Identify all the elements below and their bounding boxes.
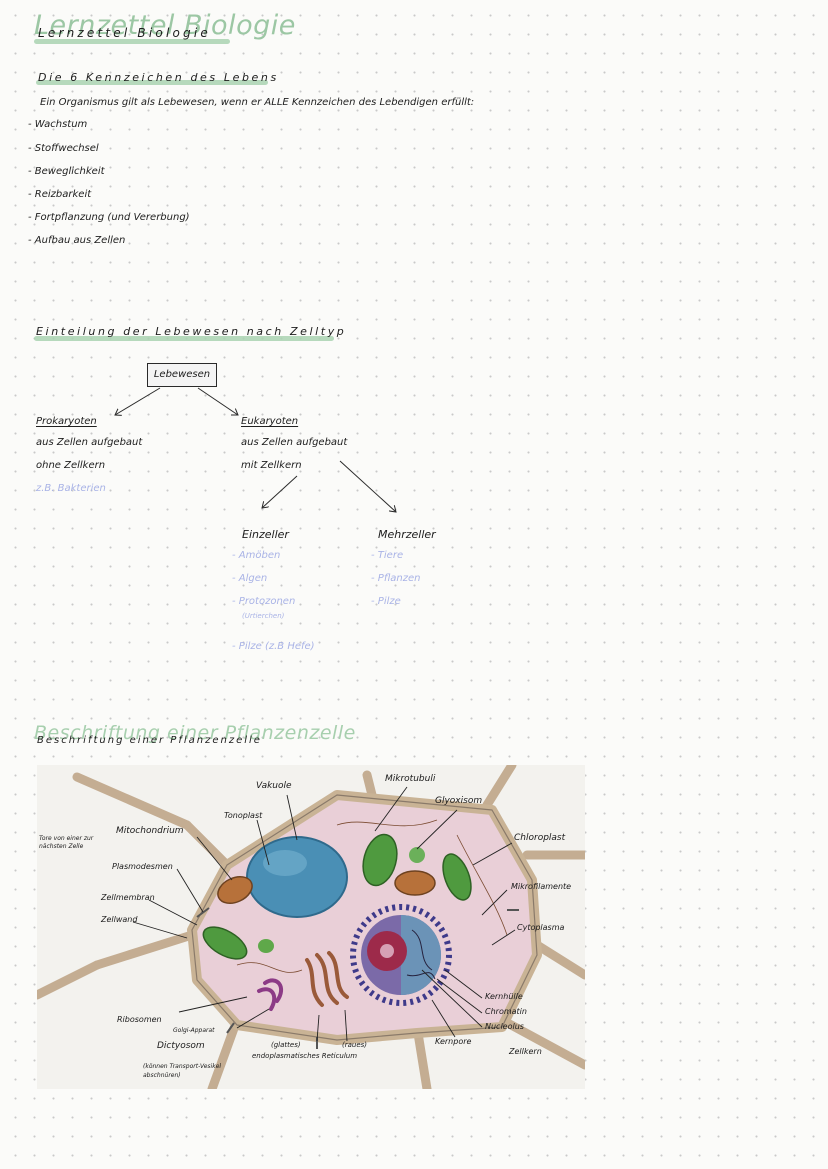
einzeller-item: - Amöben [232,550,281,561]
einzeller-item: - Protozonen [232,596,296,607]
label-raues: (raues) [342,1041,368,1049]
label-vakuole: Vakuole [256,781,292,791]
label-vesikel: (können Transport-Vesikel abschnüren) [143,1063,222,1079]
mehrzeller-item: - Pflanzen [371,573,421,584]
chloroplast-shape [442,853,472,901]
title-underline [34,39,230,44]
eukaryoten-line1: aus Zellen aufgebaut [241,437,348,448]
label-glyoxisom: Glyoxisom [435,796,483,806]
prokaryoten-title: Prokaryoten [36,416,97,427]
section1-intro: Ein Organismus gilt als Lebewesen, wenn … [40,97,475,108]
section2-heading: Einteilung der Lebewesen nach Zelltyp [36,325,347,338]
label-chloroplast: Chloroplast [514,833,566,843]
label-golgi: Golgi-Apparat [173,1027,215,1034]
chloroplast-shape [202,926,248,960]
label-cytoplasma: Cytoplasma [517,923,565,932]
prokaryoten-line1: aus Zellen aufgebaut [36,437,143,448]
section3-heading-shadow: Beschriftung einer Pflanzenzelle [34,722,356,744]
label-zellkern: Zellkern [509,1047,542,1056]
plant-cell-diagram: Vakuole Mikrotubuli Glyoxisom Tonoplast … [37,765,585,1089]
arrow-to-mehrzeller [339,460,396,512]
section1-underline [36,80,268,85]
label-tonoplast: Tonoplast [224,811,263,820]
einzeller-note: (Urtierchen) [242,612,285,620]
label-kernpore: Kernpore [435,1037,472,1046]
label-glattes: (glattes) [271,1041,301,1049]
einzeller-title: Einzeller [242,528,289,541]
list-item: - Reizbarkeit [28,189,92,200]
mitochondrion-shape [394,870,436,896]
label-tore: Tore von einer zur nächsten Zelle [39,835,94,850]
list-item: - Fortpflanzung (und Vererbung) [28,212,190,223]
eukaryoten-line2: mit Zellkern [241,460,302,471]
section3-heading: Beschriftung einer Pflanzenzelle [37,735,262,746]
label-zellwand: Zellwand [101,915,138,924]
mitochondrion-shape [217,875,253,905]
section1-heading: Die 6 Kennzeichen des Lebens [38,71,279,84]
label-zellmembran: Zellmembran [101,893,155,902]
mehrzeller-item: - Tiere [371,550,404,561]
vacuole-shape [246,836,348,918]
mehrzeller-title: Mehrzeller [378,528,436,541]
einzeller-item: - Algen [232,573,268,584]
label-er: endoplasmatisches Reticulum [252,1052,358,1060]
title-shadow: Lernzettel Biologie [34,10,296,41]
label-nucleolus: Nucleolus [485,1022,524,1031]
plant-cell-illustration [37,765,585,1089]
label-ribosomen: Ribosomen [117,1015,162,1024]
arrow-to-einzeller [262,475,298,508]
label-mikrotubuli: Mikrotubuli [385,774,436,784]
arrow-to-prokaryoten [115,387,161,415]
label-plasmodesmen: Plasmodesmen [112,862,173,871]
list-item: - Stoffwechsel [28,143,99,154]
label-dictyosom: Dictyosom [157,1041,205,1051]
nucleus-shape [350,904,452,1006]
eukaryoten-title: Eukaryoten [241,416,299,427]
label-mitochondrium: Mitochondrium [116,826,184,836]
page-title: Lernzettel Biologie [38,26,211,40]
label-kernhuelle: Kernhülle [485,992,523,1001]
label-mikrofilamente: Mikrofilamente [511,882,572,891]
label-chromatin: Chromatin [485,1007,527,1016]
list-item: - Beweglichkeit [28,166,105,177]
chloroplast-shape [362,833,398,887]
section2-underline [34,336,334,341]
einzeller-extra: - Pilze (z.B Hefe) [232,641,315,652]
prokaryoten-line2: ohne Zellkern [36,460,106,471]
tree-root-lebewesen: Lebewesen [147,363,217,387]
classification-arrows [0,387,828,720]
arrow-to-eukaryoten [197,387,238,415]
mehrzeller-item: - Pilze [371,596,401,607]
prokaryoten-example: z.B. Bakterien [36,483,106,494]
list-item: - Aufbau aus Zellen [28,235,126,246]
list-item: - Wachstum [28,119,88,130]
